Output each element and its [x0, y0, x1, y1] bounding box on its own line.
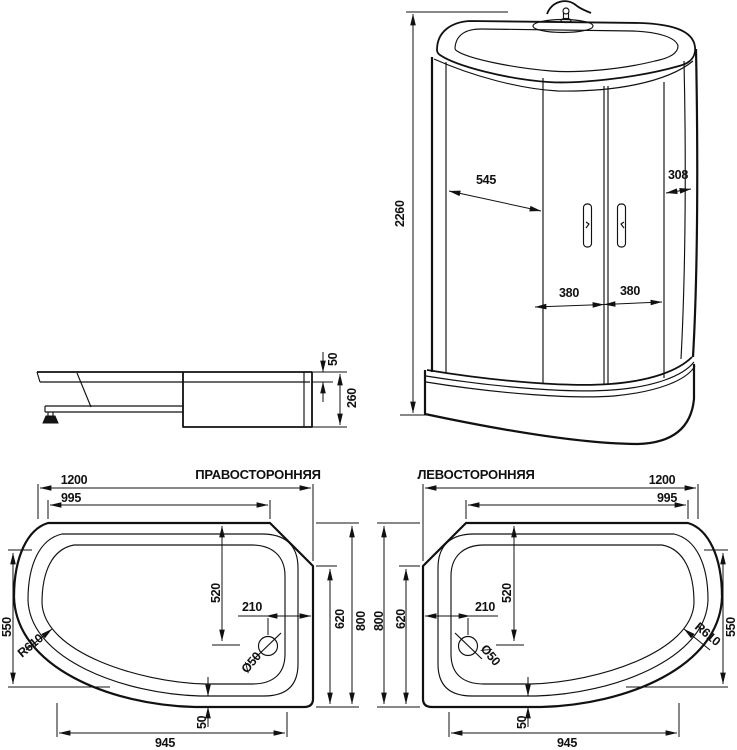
dim-drain-offset: 210 [475, 600, 495, 614]
dim-right-panel: 308 [668, 168, 688, 182]
tray-slope [76, 372, 92, 408]
side-dimensions [312, 352, 347, 428]
dim-top-width: 995 [657, 491, 677, 505]
dim-inner-depth: 620 [394, 609, 408, 629]
shower-head-flange [560, 17, 572, 24]
dim-overall-width: 1200 [649, 473, 676, 487]
door-handle-right [616, 203, 627, 248]
right-inner-frame [680, 60, 686, 360]
base-rim-low [425, 365, 696, 398]
dim-drain-offset: 210 [242, 600, 262, 614]
dim-drain-diameter: Ø50 [478, 642, 504, 669]
side-view: 50 260 [36, 352, 359, 428]
shower-head-knob [562, 7, 570, 15]
base-apron [423, 364, 696, 446]
canopy-inset [454, 28, 679, 73]
dim-front-lip: 50 [195, 715, 209, 729]
dim-bottom-width: 945 [557, 736, 577, 750]
dim-overall-height: 2260 [393, 200, 407, 227]
dim-corner-radius: R610 [692, 620, 723, 649]
plan-right-title: ПРАВОСТОРОННЯЯ [195, 467, 321, 482]
dim-drain-from-back: 520 [500, 583, 514, 603]
drain-hole [257, 635, 279, 657]
dim-top-width: 995 [61, 491, 81, 505]
dim-left-panel: 545 [476, 173, 496, 187]
plan-dimensions [8, 484, 359, 737]
shower-arm-arc [546, 0, 592, 15]
dim-rim-height: 50 [326, 352, 340, 366]
plan-right-geometry [8, 484, 359, 737]
dim-side-height: 550 [724, 617, 737, 637]
dim-overall-width: 1200 [61, 473, 88, 487]
dim-tray-height: 260 [345, 388, 359, 408]
apron-box [182, 372, 313, 428]
tray-outer-contour [12, 521, 315, 709]
tray-basin-contour [41, 544, 286, 685]
door-handle-left [582, 203, 593, 248]
dim-bottom-width: 945 [155, 736, 175, 750]
canopy-outer [436, 20, 696, 84]
tray-foot [42, 412, 59, 424]
tray-left-cap [36, 371, 41, 383]
dim-drain-from-back: 520 [209, 583, 223, 603]
dim-door-right: 380 [620, 284, 640, 298]
tray-rim-contour [27, 533, 299, 697]
plan-left-labels: ЛЕВОСТОРОННЯЯ 1200 995 520 210 Ø50 550 R… [372, 467, 737, 750]
right-outer-edge [691, 48, 699, 358]
door-divider [603, 86, 609, 384]
dim-inner-depth: 620 [333, 609, 347, 629]
dim-overall-depth: 800 [354, 611, 368, 631]
base-rim-top [426, 356, 693, 386]
base-rim-mid [425, 361, 695, 392]
plan-left-title: ЛЕВОСТОРОННЯЯ [417, 467, 534, 482]
drain-leader [253, 632, 282, 660]
canopy-underside-edge [433, 58, 694, 92]
dim-door-left: 380 [559, 286, 579, 300]
dim-side-height: 550 [0, 617, 14, 637]
plan-left-geometry [377, 484, 728, 737]
front-view: 2260 545 308 380 380 [393, 0, 699, 446]
tray-bottom-rail [44, 405, 183, 413]
dim-overall-depth: 800 [372, 611, 386, 631]
dim-front-lip: 50 [515, 715, 529, 729]
front-dimensions [400, 11, 692, 416]
shower-head-stem [562, 13, 570, 19]
canopy-dome-oval [532, 18, 594, 34]
